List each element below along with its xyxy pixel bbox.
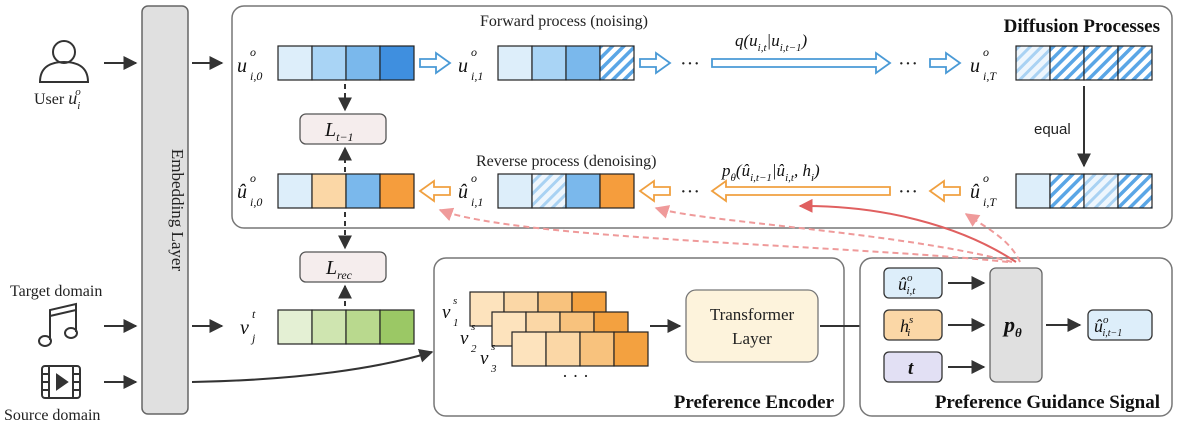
guidance-arrow-dash-2 <box>438 207 1009 263</box>
vector-u-iT <box>1015 45 1153 81</box>
encoder-dots: · · · <box>562 366 589 386</box>
svg-text:o: o <box>471 171 477 185</box>
reverse-arrows <box>418 179 961 203</box>
reverse-process-label: Reverse process (denoising) <box>476 153 656 170</box>
svg-text:j: j <box>250 331 256 345</box>
svg-text:s: s <box>453 295 457 307</box>
svg-text:o: o <box>250 171 256 185</box>
svg-text:1: 1 <box>453 317 459 329</box>
svg-text:i,1: i,1 <box>471 195 483 209</box>
preference-guidance-title: Preference Guidance Signal <box>935 392 1160 413</box>
user-label: User uio <box>34 86 81 112</box>
reverse-dots-2: ··· <box>898 181 918 203</box>
label-u-i0: u o i,0 <box>237 45 262 83</box>
svg-text:t: t <box>252 307 256 321</box>
svg-text:i,0: i,0 <box>250 69 262 83</box>
p-theta-label: pθ <box>1002 312 1022 340</box>
svg-text:û: û <box>458 181 468 203</box>
forward-arrows <box>419 51 962 75</box>
svg-text:o: o <box>250 45 256 59</box>
svg-text:u: u <box>458 55 468 77</box>
diffusion-title: Diffusion Processes <box>1004 16 1160 37</box>
guidance-input-t <box>883 351 943 383</box>
svg-text:s: s <box>491 341 495 353</box>
label-u-i1: u o i,1 <box>458 45 483 83</box>
user-input: User uio <box>34 40 90 112</box>
loss-t-minus-1-box <box>299 113 387 145</box>
transformer-layer-box <box>685 289 819 363</box>
embedding-layer-label: Embedding Layer <box>168 149 187 272</box>
svg-text:3: 3 <box>490 363 497 375</box>
svg-text:û: û <box>970 181 980 203</box>
vector-uhat-i0 <box>277 173 415 209</box>
equal-label: equal <box>1034 121 1071 138</box>
vector-u-i0 <box>277 45 415 81</box>
svg-text:v: v <box>460 328 469 349</box>
label-uhat-iT: û o i,T <box>970 171 997 209</box>
svg-text:û: û <box>237 181 247 203</box>
forward-dots-1: ··· <box>680 53 700 75</box>
label-v3: v s 3 <box>480 341 497 375</box>
forward-process-label: Forward process (noising) <box>480 13 648 30</box>
reverse-dots-1: ··· <box>680 181 700 203</box>
forward-equation: q(ui,t|ui,t−1) <box>735 31 808 54</box>
svg-text:v: v <box>240 317 249 339</box>
loss-rec-label: Lrec <box>325 257 353 282</box>
svg-text:i,T: i,T <box>983 69 997 83</box>
guidance-output-uhat <box>1087 309 1153 341</box>
forward-dots-2: ··· <box>898 53 918 75</box>
svg-text:o: o <box>983 45 989 59</box>
vector-uhat-iT <box>1015 173 1153 209</box>
svg-text:i,T: i,T <box>983 195 997 209</box>
svg-text:i,1: i,1 <box>471 69 483 83</box>
transformer-label-1: Transformer <box>710 305 795 324</box>
reverse-equation: pθ(ûi,t−1|ûi,t, hi) <box>721 161 820 184</box>
svg-text:v: v <box>442 302 451 323</box>
guidance-input-h <box>883 309 943 341</box>
embedding-layer <box>141 5 189 415</box>
vector-u-i1 <box>497 45 635 81</box>
guidance-arrow-main <box>798 198 1017 263</box>
source-domain-label: Source domain <box>4 407 100 424</box>
label-uhat-i1: û o i,1 <box>458 171 483 209</box>
loss-t-minus-1-label: Lt−1 <box>324 119 354 144</box>
guidance-input-t-label: t <box>908 358 914 379</box>
svg-text:o: o <box>983 171 989 185</box>
svg-text:2: 2 <box>471 343 477 355</box>
target-domain-label: Target domain <box>10 283 102 300</box>
label-v1: v s 1 <box>442 295 459 329</box>
svg-text:u: u <box>970 55 980 77</box>
transformer-label-2: Layer <box>732 329 772 348</box>
svg-text:u: u <box>237 55 247 77</box>
svg-text:v: v <box>480 348 489 369</box>
source-seq-3 <box>511 331 649 367</box>
p-theta-box <box>989 267 1043 383</box>
user-icon <box>38 40 90 83</box>
loss-rec-box <box>299 251 387 283</box>
video-icon <box>41 365 81 399</box>
svg-text:o: o <box>471 45 477 59</box>
vector-uhat-i1 <box>497 173 635 209</box>
guidance-arrow-dash-3 <box>964 213 1021 263</box>
label-v2: v s 2 <box>460 321 477 355</box>
preference-encoder-title: Preference Encoder <box>674 392 835 413</box>
guidance-input-uhat <box>883 267 943 299</box>
label-u-iT: u o i,T <box>970 45 997 83</box>
music-icon <box>38 302 78 347</box>
label-uhat-i0: û o i,0 <box>237 171 262 209</box>
label-v-j: v t j <box>240 307 256 345</box>
svg-text:i,0: i,0 <box>250 195 262 209</box>
arrow-embedding-to-encoder <box>191 349 434 383</box>
guidance-arrow-dash-1 <box>654 205 1013 263</box>
vector-v-j <box>277 309 415 345</box>
svg-text:s: s <box>471 321 475 333</box>
